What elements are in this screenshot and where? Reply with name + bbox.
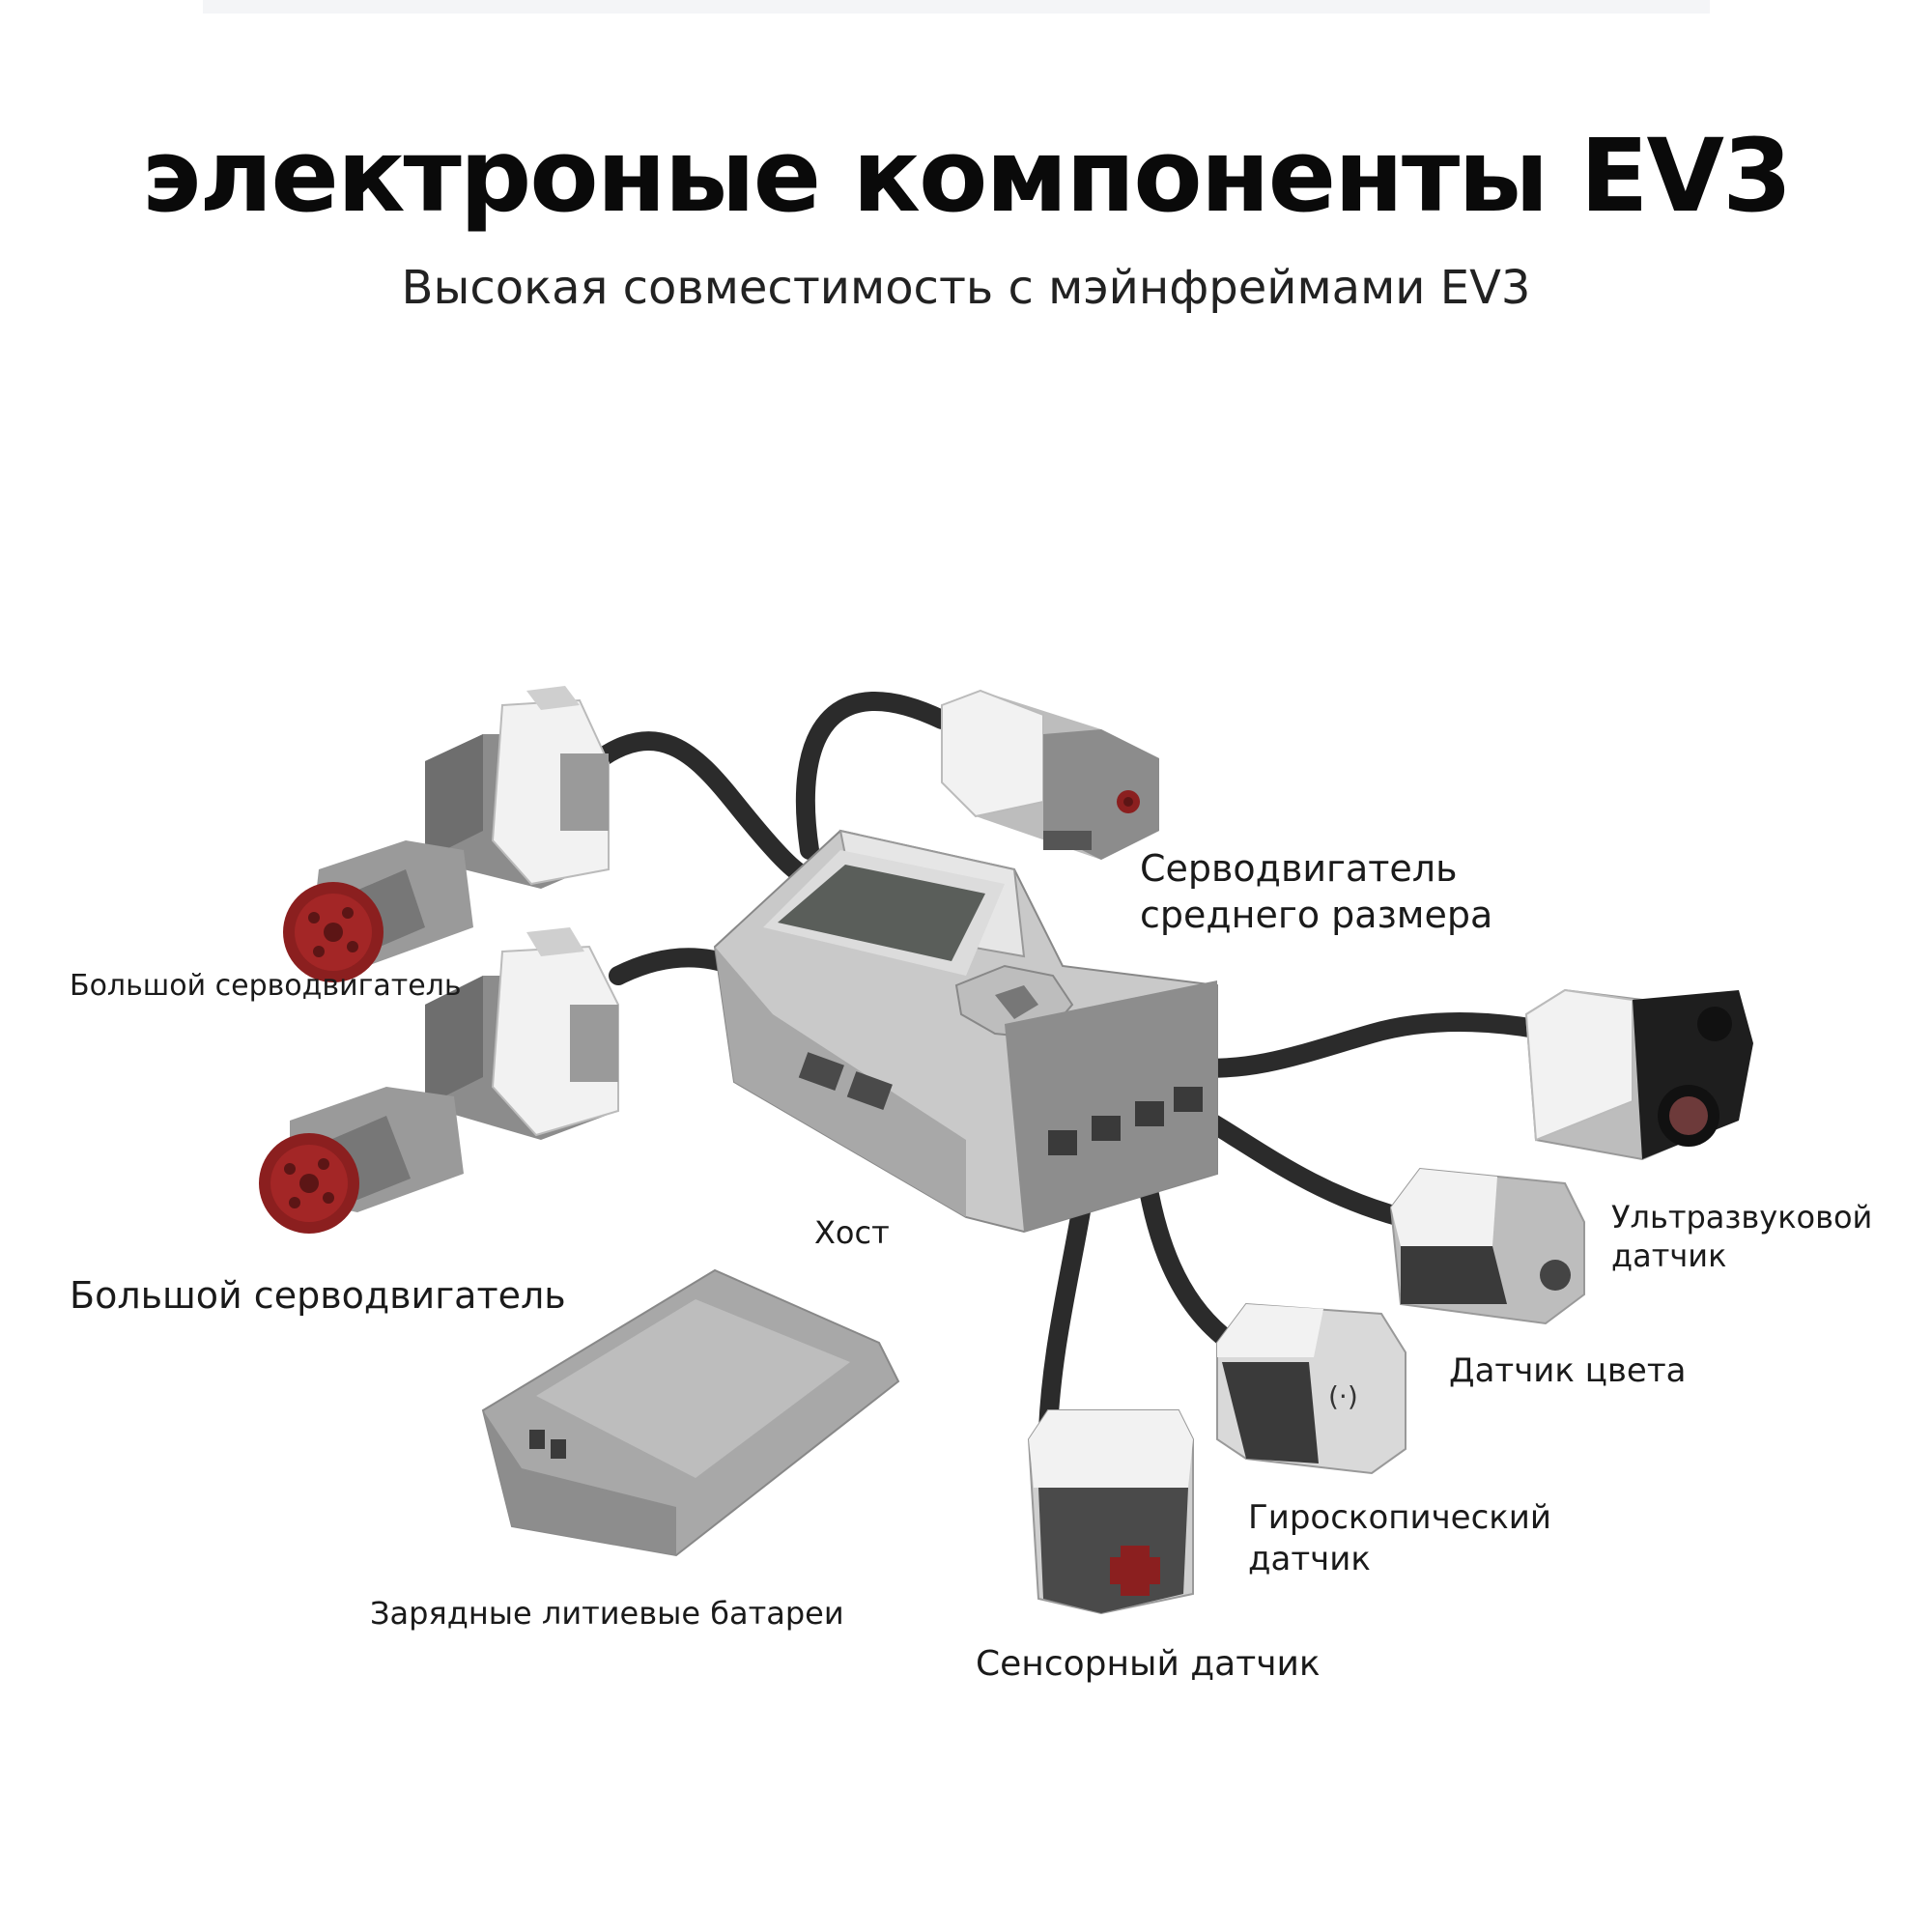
cable-large-motor-1: [584, 731, 811, 884]
page-title: электроные компоненты EV3: [141, 117, 1793, 235]
page-subtitle: Высокая совместимость с мэйнфреймами EV3: [401, 261, 1531, 315]
color-sensor-illustration: [1389, 1167, 1585, 1325]
top-strip: [203, 0, 1710, 14]
label-medium-motor: Серводвигатель среднего размера: [1140, 846, 1492, 938]
label-ultrasonic-line1: Ультразвуковой: [1611, 1199, 1873, 1236]
label-color-sensor: Датчик цвета: [1449, 1351, 1687, 1390]
cable-ultrasonic: [1183, 1012, 1546, 1078]
ultrasonic-sensor-illustration: [1524, 988, 1753, 1161]
label-ultrasonic: Ультразвуковой датчик: [1611, 1198, 1872, 1275]
svg-text:(·): (·): [1328, 1380, 1358, 1412]
label-battery: Зарядные литиевые батареи: [370, 1595, 844, 1632]
label-touch-sensor: Сенсорный датчик: [976, 1644, 1321, 1684]
label-gyro-line2: датчик: [1248, 1539, 1371, 1578]
label-gyro-sensor: Гироскопический датчик: [1248, 1497, 1551, 1579]
label-large-motor-1: Большой серводвигатель: [70, 969, 462, 1003]
host-illustration: [713, 829, 1218, 1234]
label-gyro-line1: Гироскопический: [1248, 1498, 1552, 1537]
label-large-motor-2: Большой серводвигатель: [70, 1274, 566, 1317]
label-medium-motor-line2: среднего размера: [1140, 893, 1493, 936]
large-motor-2-illustration: [259, 927, 619, 1234]
label-ultrasonic-line2: датчик: [1611, 1237, 1727, 1274]
battery-illustration: [481, 1268, 900, 1557]
medium-motor-illustration: [941, 689, 1159, 860]
label-medium-motor-line1: Серводвигатель: [1140, 847, 1458, 890]
gyro-sensor-illustration: (·): [1216, 1302, 1406, 1475]
label-host: Хост: [814, 1214, 890, 1251]
touch-sensor-illustration: [1027, 1409, 1194, 1615]
cable-medium-motor: [795, 692, 952, 860]
large-motor-1-illustration: [283, 686, 610, 982]
